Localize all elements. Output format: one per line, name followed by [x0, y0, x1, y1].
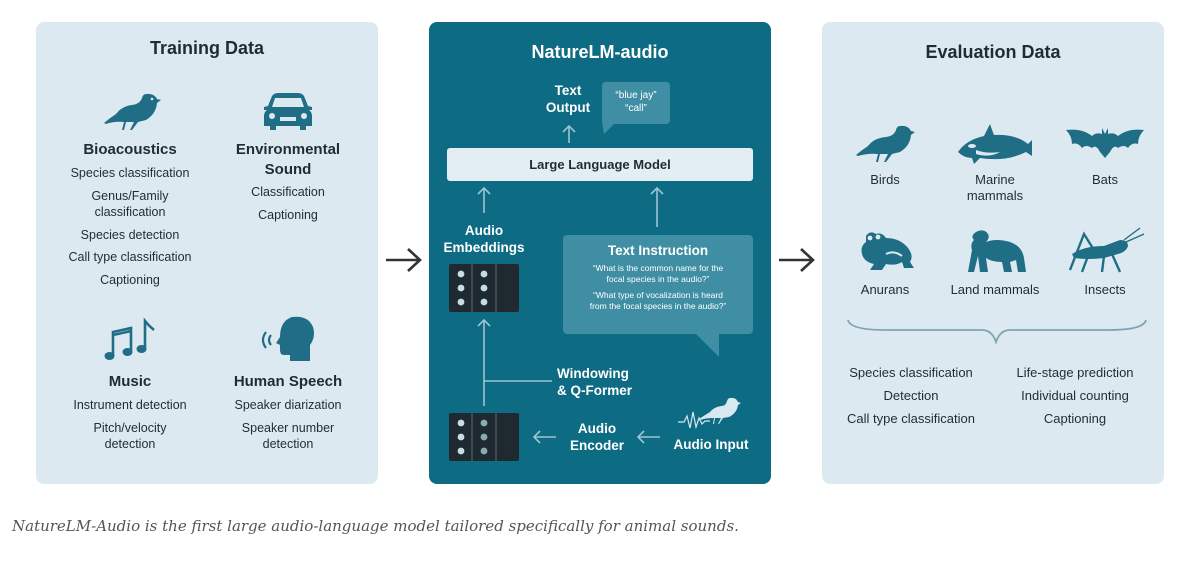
audio-input-label: Audio Input — [673, 437, 749, 452]
primate-icon — [968, 230, 1026, 272]
training-data-title: Training Data — [149, 38, 265, 58]
eval-task: Individual counting — [1021, 388, 1129, 403]
brace-divider — [847, 319, 1147, 345]
arrow-left-icon — [636, 430, 660, 444]
audio-embeddings-label: Audio Embeddings — [436, 222, 532, 256]
figure-caption: NatureLM-Audio is the first large audio-… — [12, 517, 739, 535]
environmental-item: Captioning — [258, 208, 318, 222]
eval-task: Species classification — [849, 365, 973, 380]
instruction-line: “What is the common name for the — [592, 263, 724, 273]
text-output-line: Output — [545, 100, 591, 115]
audio-encoder-block — [449, 413, 519, 461]
instruction-question: “What is the common name for the focal s… — [563, 263, 753, 285]
output-example: “call” — [625, 103, 647, 114]
windowing-line: & Q-Former — [557, 383, 633, 398]
speech-item: Speaker number — [241, 421, 335, 435]
human-speech-title: Human Speech — [233, 373, 343, 390]
naturelm-title: NatureLM-audio — [531, 42, 669, 62]
text-output-bubble: “blue jay” “call” — [602, 82, 670, 124]
speech-item: Speaker diarization — [234, 398, 342, 412]
instruction-question: “What type of vocalization is heard from… — [563, 290, 753, 312]
instruction-line: focal species in the audio?” — [606, 274, 710, 284]
animal-label-insects: Insects — [1084, 282, 1126, 297]
bioacoustics-item: Call type classification — [68, 250, 192, 264]
animal-label-line: mammals — [966, 188, 1024, 203]
instruction-line: “What type of vocalization is heard — [593, 290, 723, 300]
bat-icon — [1066, 128, 1144, 158]
text-instruction-title: Text Instruction — [607, 243, 709, 258]
music-item: Instrument detection — [73, 398, 187, 412]
frog-icon — [861, 232, 914, 270]
grasshopper-icon — [1068, 227, 1145, 273]
windowing-qformer-label: Windowing & Q-Former — [557, 365, 657, 399]
bioacoustics-item: classification — [94, 205, 166, 219]
audio-embeddings-line: Embeddings — [443, 240, 525, 255]
arrow-right-icon — [779, 248, 815, 272]
audio-encoder-line: Encoder — [569, 438, 624, 453]
bird-icon — [856, 125, 915, 162]
bird-icon — [104, 93, 161, 130]
bioacoustics-item: Genus/Family — [91, 189, 169, 203]
arrow-right-icon — [386, 248, 422, 272]
music-notes-icon — [104, 317, 155, 360]
animal-label-bats: Bats — [1091, 172, 1118, 187]
animal-label-marine: Marine mammals — [945, 172, 1045, 204]
environmental-sound-title: Sound — [264, 161, 312, 178]
connector-lines — [477, 318, 552, 406]
arrow-up-icon — [477, 186, 491, 213]
windowing-line: Windowing — [557, 366, 629, 381]
arrow-up-icon — [650, 186, 664, 227]
audio-encoder-label: Audio Encoder — [562, 420, 632, 454]
music-title: Music — [108, 373, 152, 390]
animal-label-birds: Birds — [870, 172, 900, 187]
bubble-tail — [602, 122, 616, 134]
audio-input-bird-icon — [678, 397, 741, 430]
animal-label-anurans: Anurans — [860, 282, 910, 297]
audio-embeddings-line: Audio — [464, 223, 504, 238]
eval-task: Detection — [883, 388, 939, 403]
bubble-tail — [695, 333, 719, 357]
environmental-sound-title: Environmental — [235, 141, 341, 158]
environmental-item: Classification — [251, 185, 325, 199]
bioacoustics-title: Bioacoustics — [83, 141, 177, 158]
audio-embeddings-block — [449, 264, 519, 312]
orca-icon — [958, 124, 1032, 164]
eval-task: Captioning — [1043, 411, 1107, 426]
audio-encoder-line: Audio — [577, 421, 617, 436]
car-icon — [264, 93, 312, 130]
music-item: Pitch/velocity — [93, 421, 167, 435]
bioacoustics-item: Species detection — [80, 228, 180, 242]
large-language-model-box: Large Language Model — [447, 148, 753, 181]
bioacoustics-item: Captioning — [100, 273, 160, 287]
text-instruction-bubble: Text Instruction “What is the common nam… — [563, 235, 753, 334]
arrow-up-icon — [562, 124, 576, 143]
training-data-panel — [36, 22, 378, 484]
text-output-line: Text — [554, 83, 582, 98]
arrow-left-icon — [532, 430, 556, 444]
speech-item: detection — [262, 437, 314, 451]
instruction-line: from the focal species in the audio?” — [589, 301, 727, 311]
human-speech-icon — [261, 316, 314, 361]
eval-task: Call type classification — [847, 411, 975, 426]
animal-label-land-mammals: Land mammals — [950, 282, 1040, 297]
evaluation-data-title: Evaluation Data — [925, 42, 1061, 62]
eval-task: Life-stage prediction — [1016, 365, 1134, 380]
output-example: “blue jay” — [615, 90, 657, 101]
music-item: detection — [104, 437, 156, 451]
text-output-label: Text Output — [528, 82, 608, 116]
bioacoustics-item: Species classification — [70, 166, 190, 180]
animal-label-line: Marine — [975, 172, 1015, 187]
